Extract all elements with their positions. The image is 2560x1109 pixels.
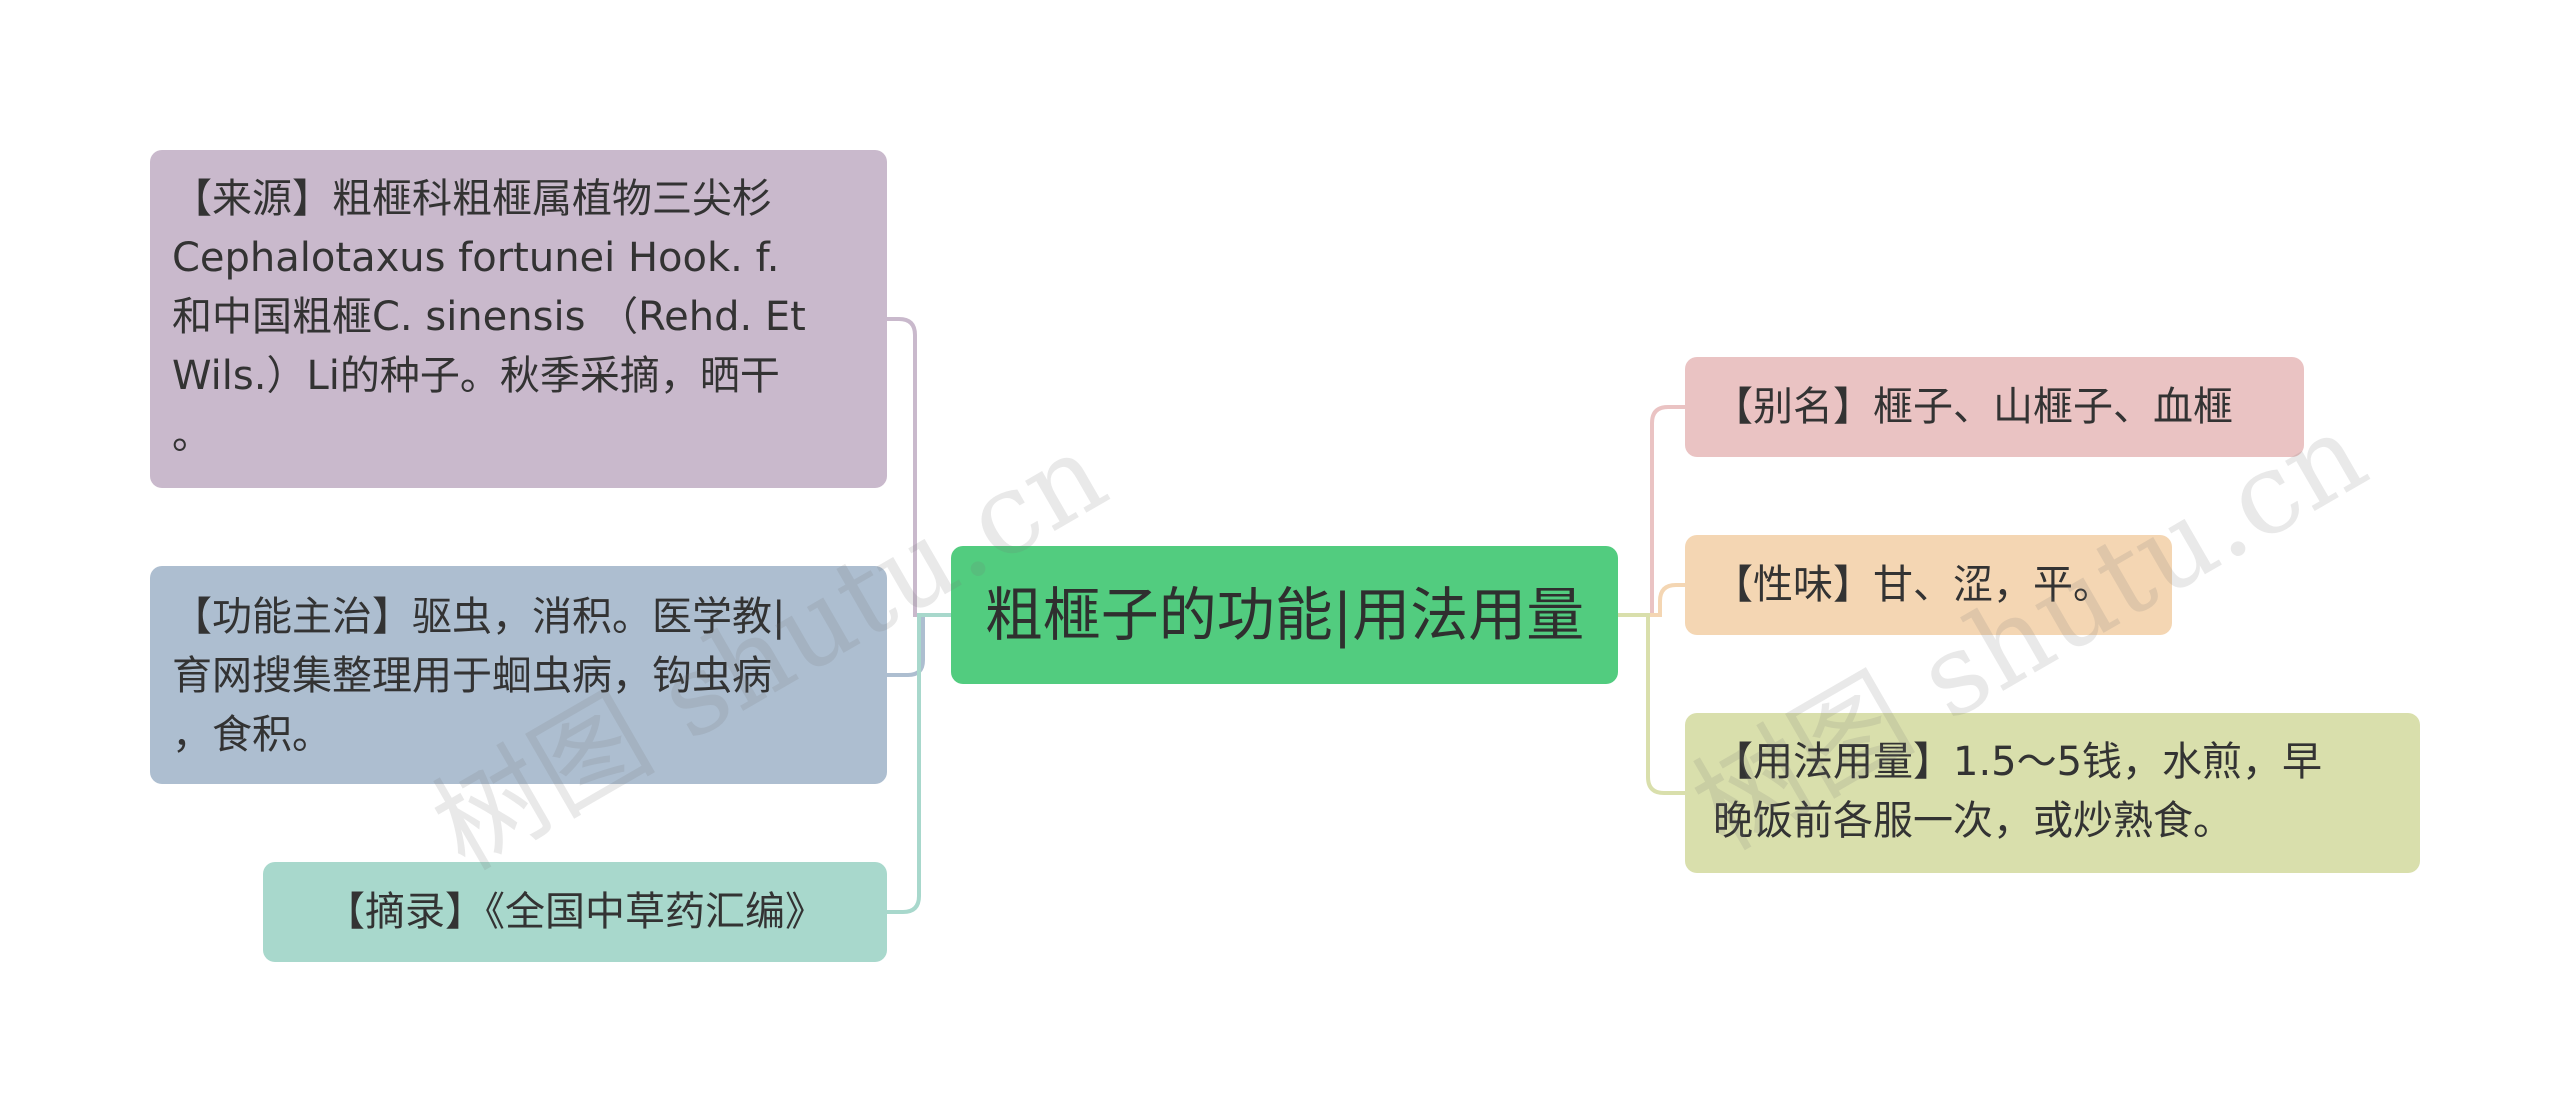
topic-alias[interactable]: 【别名】榧子、山榧子、血榧	[1685, 357, 2304, 457]
topic-source[interactable]: 【来源】粗榧科粗榧属植物三尖杉 Cephalotaxus fortunei Ho…	[150, 150, 887, 488]
link-usage	[1618, 613, 1685, 795]
link-alias	[1618, 405, 1685, 617]
topic-usage[interactable]: 【用法用量】1.5～5钱，水煎，早 晚饭前各服一次，或炒熟食。	[1685, 713, 2420, 873]
topic-source-line: 。	[172, 412, 212, 458]
topic-excerpt[interactable]: 【摘录】《全国中草药汇编》	[263, 862, 887, 962]
topic-function-line: 【功能主治】驱虫，消积。医学教|	[172, 594, 786, 640]
topic-function[interactable]: 【功能主治】驱虫，消积。医学教| 育网搜集整理用于蛔虫病，钩虫病 ，食积。	[150, 566, 887, 784]
topic-usage-line: 晚饭前各服一次，或炒熟食。	[1713, 798, 2233, 844]
topic-function-line: ，食积。	[172, 712, 332, 758]
topic-source-line: Cephalotaxus fortunei Hook. f.	[172, 235, 780, 281]
topic-function-line: 育网搜集整理用于蛔虫病，钩虫病	[172, 653, 772, 699]
topic-source-line: 和中国粗榧C. sinensis （Rehd. Et	[172, 294, 806, 340]
link-excerpt	[887, 613, 951, 914]
root-topic[interactable]: 粗榧子的功能|用法用量	[951, 546, 1618, 684]
topic-source-line: Wils.）Li的种子。秋季采摘，晒干	[172, 353, 780, 399]
topic-taste[interactable]: 【性味】甘、涩，平。	[1685, 535, 2172, 635]
link-taste	[1618, 583, 1685, 617]
link-source	[887, 317, 951, 617]
topic-source-line: 【来源】粗榧科粗榧属植物三尖杉	[172, 176, 772, 222]
topic-usage-line: 【用法用量】1.5～5钱，水煎，早	[1713, 739, 2323, 785]
